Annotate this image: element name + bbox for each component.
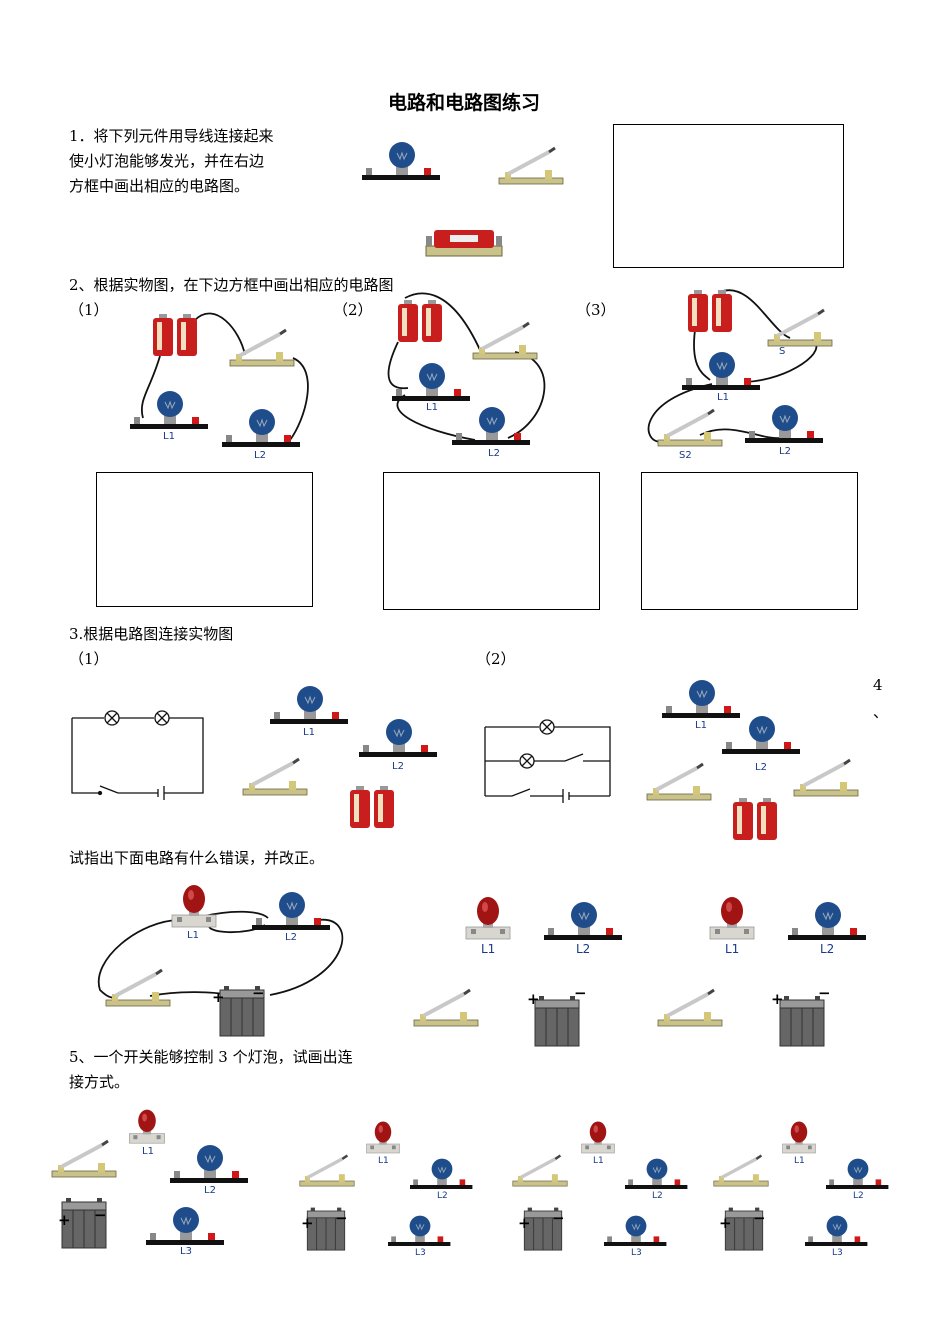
label-l2: L2 — [254, 450, 266, 461]
q4-text: 试指出下面电路有什么错误，并改正。 — [69, 849, 325, 867]
minus-sign: − — [753, 1209, 766, 1227]
minus-sign: − — [335, 1209, 348, 1227]
label-l1: L1 — [426, 402, 438, 413]
label-l3: L3 — [832, 1248, 843, 1258]
plus-sign: + — [518, 1214, 531, 1232]
q3-heading: 3.根据电路图连接实物图 — [69, 625, 234, 643]
q2-answer-box-3[interactable] — [641, 472, 858, 610]
q5-line-2: 接方式。 — [69, 1073, 130, 1091]
label-l1: L1 — [593, 1156, 604, 1166]
q2-answer-box-1[interactable] — [96, 472, 313, 607]
label-l3: L3 — [631, 1248, 642, 1258]
q2-part-2: （2） — [333, 301, 373, 319]
minus-sign: − — [252, 984, 265, 1002]
q3-part-1: （1） — [69, 650, 109, 668]
label-l1: L1 — [142, 1146, 154, 1157]
label-l2: L2 — [755, 762, 767, 773]
label-l1: L1 — [187, 930, 199, 941]
q5-text: 5、一个开关能够控制 3 个灯泡，试画出连 接方式。 — [69, 1045, 353, 1095]
page-title: 电路和电路图练习 — [388, 92, 541, 114]
q2-part-1: （1） — [69, 301, 109, 319]
label-l2: L2 — [392, 761, 404, 772]
q1-line-3: 方框中画出相应的电路图。 — [69, 177, 250, 195]
plus-sign: + — [212, 988, 225, 1006]
label-l3: L3 — [415, 1248, 426, 1258]
plus-sign: + — [719, 1214, 732, 1232]
plus-sign: + — [58, 1211, 71, 1229]
q2-part-3: （3） — [576, 301, 616, 319]
label-s2: S2 — [679, 450, 692, 461]
q2-answer-box-2[interactable] — [383, 472, 600, 610]
q4-number: 4 — [873, 676, 883, 694]
label-l1: L1 — [378, 1156, 389, 1166]
minus-sign: − — [818, 984, 831, 1002]
minus-sign: − — [574, 984, 587, 1002]
q1-line-2: 使小灯泡能够发光，并在右边 — [69, 152, 265, 170]
label-l2: L2 — [853, 1191, 864, 1201]
label-l2: L2 — [285, 932, 297, 943]
q1-line-1: 1．将下列元件用导线连接起来 — [69, 127, 274, 145]
label-l1: L1 — [725, 942, 740, 956]
plus-sign: + — [771, 990, 784, 1008]
label-l2: L2 — [204, 1185, 216, 1196]
label-l2: L2 — [488, 448, 500, 459]
label-l1: L1 — [163, 431, 175, 442]
minus-sign: − — [552, 1209, 565, 1227]
q3-part-2: （2） — [476, 650, 516, 668]
label-l2: L2 — [820, 942, 835, 956]
label-l1: L1 — [481, 942, 496, 956]
label-l3: L3 — [180, 1246, 192, 1257]
plus-sign: + — [301, 1214, 314, 1232]
q1-text: 1．将下列元件用导线连接起来 使小灯泡能够发光，并在右边 方框中画出相应的电路图… — [69, 124, 274, 199]
label-l2: L2 — [437, 1191, 448, 1201]
q5-line-1: 5、一个开关能够控制 3 个灯泡，试画出连 — [69, 1048, 353, 1066]
q1-answer-box[interactable] — [613, 124, 844, 268]
label-l1: L1 — [794, 1156, 805, 1166]
label-s: S — [779, 346, 786, 357]
minus-sign: − — [94, 1206, 107, 1224]
q4-separator: 、 — [873, 703, 889, 721]
label-l2: L2 — [652, 1191, 663, 1201]
label-l2: L2 — [576, 942, 591, 956]
label-l1: L1 — [303, 727, 315, 738]
label-l1: L1 — [695, 720, 707, 731]
label-l2: L2 — [779, 446, 791, 457]
q2-heading: 2、根据实物图，在下边方框中画出相应的电路图 — [69, 276, 394, 294]
label-l1: L1 — [717, 392, 729, 403]
plus-sign: + — [527, 990, 540, 1008]
